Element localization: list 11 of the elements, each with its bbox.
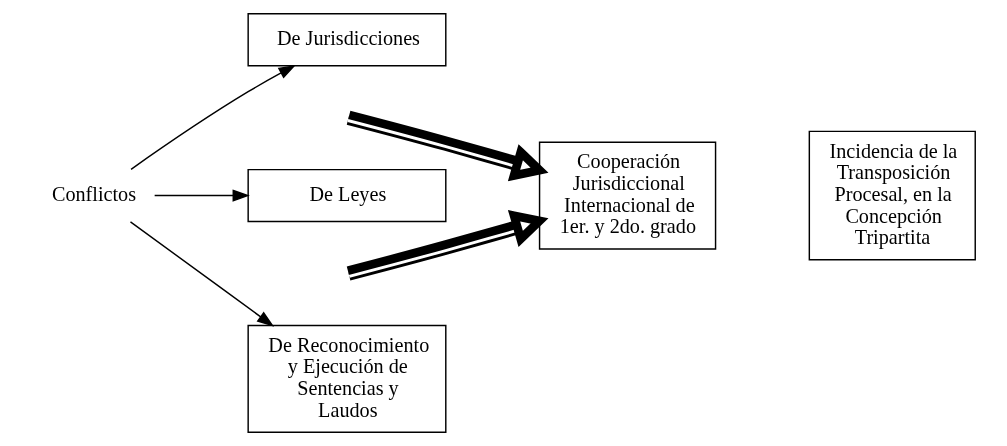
arrow (153, 189, 250, 202)
arrow (346, 209, 549, 281)
node-box: De Jurisdicciones (247, 13, 447, 67)
node-box: Cooperación Jurisdiccional Internacional de 1er. y 2do. grado (538, 141, 717, 250)
node-box: De Reconocimiento y Ejecución de Sentencias y Laudos (247, 324, 447, 433)
node-box: Incidencia de la Transposición Procesal, en la Concepción Tripartita (808, 130, 976, 261)
node-text: Conflictos (51, 182, 137, 205)
node-box: De Leyes (247, 168, 447, 223)
arrow (129, 221, 275, 327)
arrow (346, 110, 549, 182)
arrow (130, 65, 296, 170)
